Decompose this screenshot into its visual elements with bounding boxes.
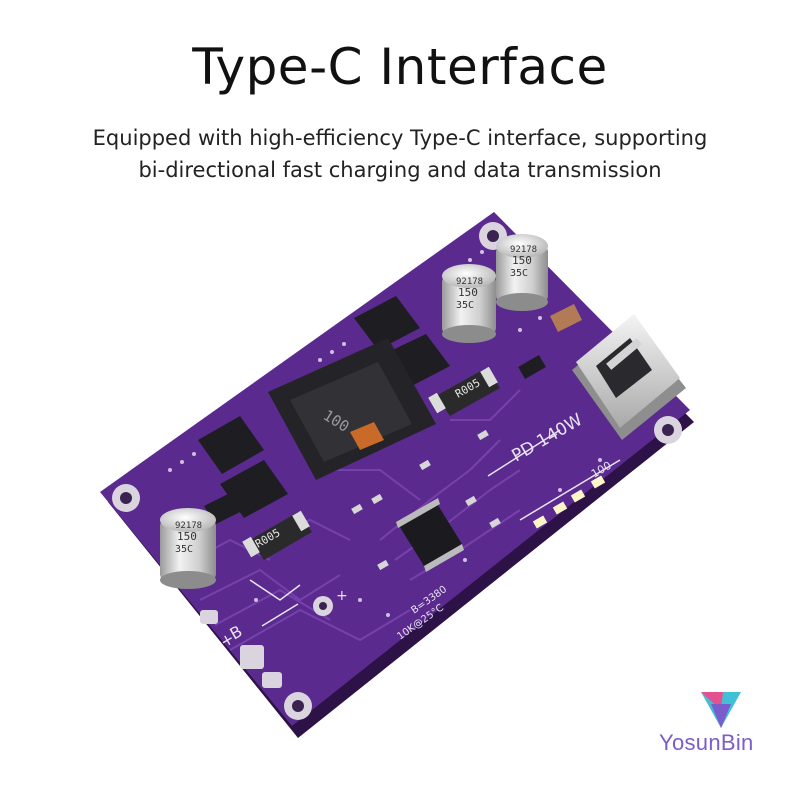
capacitor-text-2: 150: [177, 530, 197, 543]
capacitor-text-1: 92178: [175, 521, 202, 531]
shunt-resistors: R005 R005: [242, 304, 582, 560]
capacitor-text-3: 35C: [510, 268, 528, 279]
controller-ic: [396, 498, 464, 572]
status-leds: [532, 475, 606, 529]
pcb-board: [100, 212, 690, 726]
mounting-holes: [112, 222, 682, 720]
capacitor-text-3: 35C: [456, 300, 474, 311]
description-line-2: bi-directional fast charging and data tr…: [138, 158, 662, 182]
inductor: 100: [268, 338, 436, 480]
capacitor-top-right: 92178 150 35C: [496, 234, 548, 311]
mosfets: [198, 296, 450, 524]
smd-components: [351, 354, 546, 571]
battery-pads: [200, 610, 282, 688]
capacitor-text-2: 150: [458, 286, 478, 299]
load-plus-label: +: [336, 588, 348, 604]
capacitor-text-2: 150: [512, 254, 532, 267]
brand-watermark: YosunBin: [655, 690, 795, 770]
v-triangle-logo-icon: [701, 692, 741, 728]
description-line-1: Equipped with high-efficiency Type-C int…: [92, 126, 708, 150]
page-title: Type-C Interface: [192, 38, 608, 96]
silkscreen-outlines: [249, 429, 621, 627]
capacitor-left: 92178 150 35C: [160, 508, 216, 589]
usb-c-connector: [572, 314, 686, 440]
capacitor-middle: 92178 150 35C: [442, 264, 496, 343]
capacitor-text-1: 92178: [456, 277, 483, 287]
description: Equipped with high-efficiency Type-C int…: [0, 122, 800, 186]
capacitor-text-3: 35C: [175, 544, 193, 555]
capacitor-text-1: 92178: [510, 245, 537, 255]
brand-name: YosunBin: [659, 730, 754, 755]
